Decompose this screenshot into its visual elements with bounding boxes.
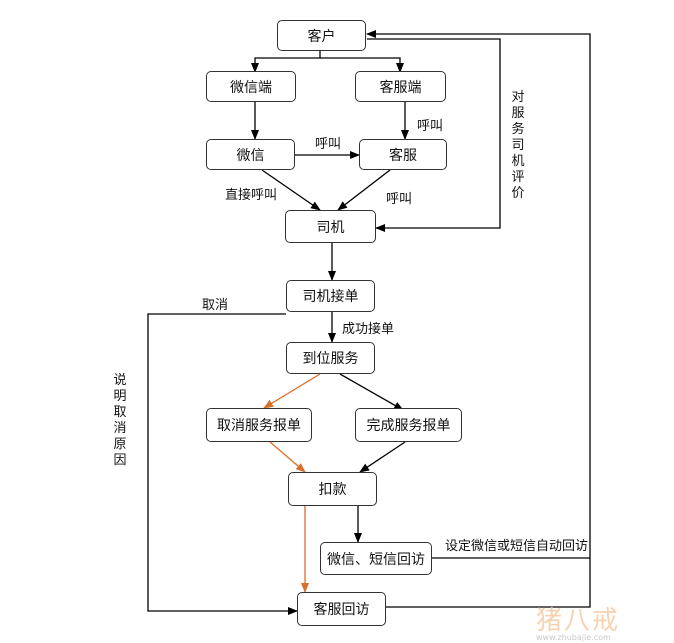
label-cancel: 取消 — [202, 298, 229, 313]
node-complete-report: 完成服务报单 — [355, 408, 462, 442]
node-cancel-report: 取消服务报单 — [206, 408, 312, 442]
node-wechat: 微信 — [206, 139, 295, 170]
label-call-service: 呼叫 — [386, 192, 413, 207]
node-customer: 客户 — [277, 20, 366, 51]
label-explain-cancel: 说明取消原因 — [113, 373, 127, 468]
node-wechat-end: 微信端 — [206, 71, 296, 102]
node-callback-msg: 微信、短信回访 — [320, 542, 432, 575]
node-arrive: 到位服务 — [286, 342, 375, 374]
node-accept: 司机接单 — [286, 280, 375, 312]
node-service: 客服 — [359, 139, 447, 170]
edge-service-driver — [337, 169, 391, 211]
edge-cancel-loop — [147, 313, 298, 615]
node-driver: 司机 — [285, 210, 376, 243]
edge-callback-customer — [366, 30, 591, 608]
label-rate-driver: 对服务司机评价 — [511, 90, 525, 201]
label-call-wechat: 呼叫 — [315, 137, 342, 152]
label-direct-call: 直接呼叫 — [225, 188, 278, 203]
edge-arrive-complete — [339, 373, 404, 411]
edge-complete-deduct — [359, 441, 406, 473]
node-deduct: 扣款 — [288, 472, 377, 506]
edge-wechat-driver — [261, 169, 321, 211]
label-success: 成功接单 — [342, 322, 395, 337]
edge-rating-loop — [367, 38, 501, 232]
watermark-logo: 猪八戒 www.zhubajie.com — [536, 606, 621, 642]
label-auto-callback: 设定微信或短信自动回访 — [445, 539, 589, 554]
edge-arrive-cancel — [263, 373, 321, 409]
edge-cancel-deduct — [269, 441, 306, 473]
edge-customer-service-end — [320, 57, 404, 73]
node-service-end: 客服端 — [355, 71, 446, 102]
node-service-callback: 客服回访 — [297, 592, 386, 626]
edge-customer-wechat-end — [251, 50, 321, 73]
label-call-service-end: 呼叫 — [417, 119, 444, 134]
